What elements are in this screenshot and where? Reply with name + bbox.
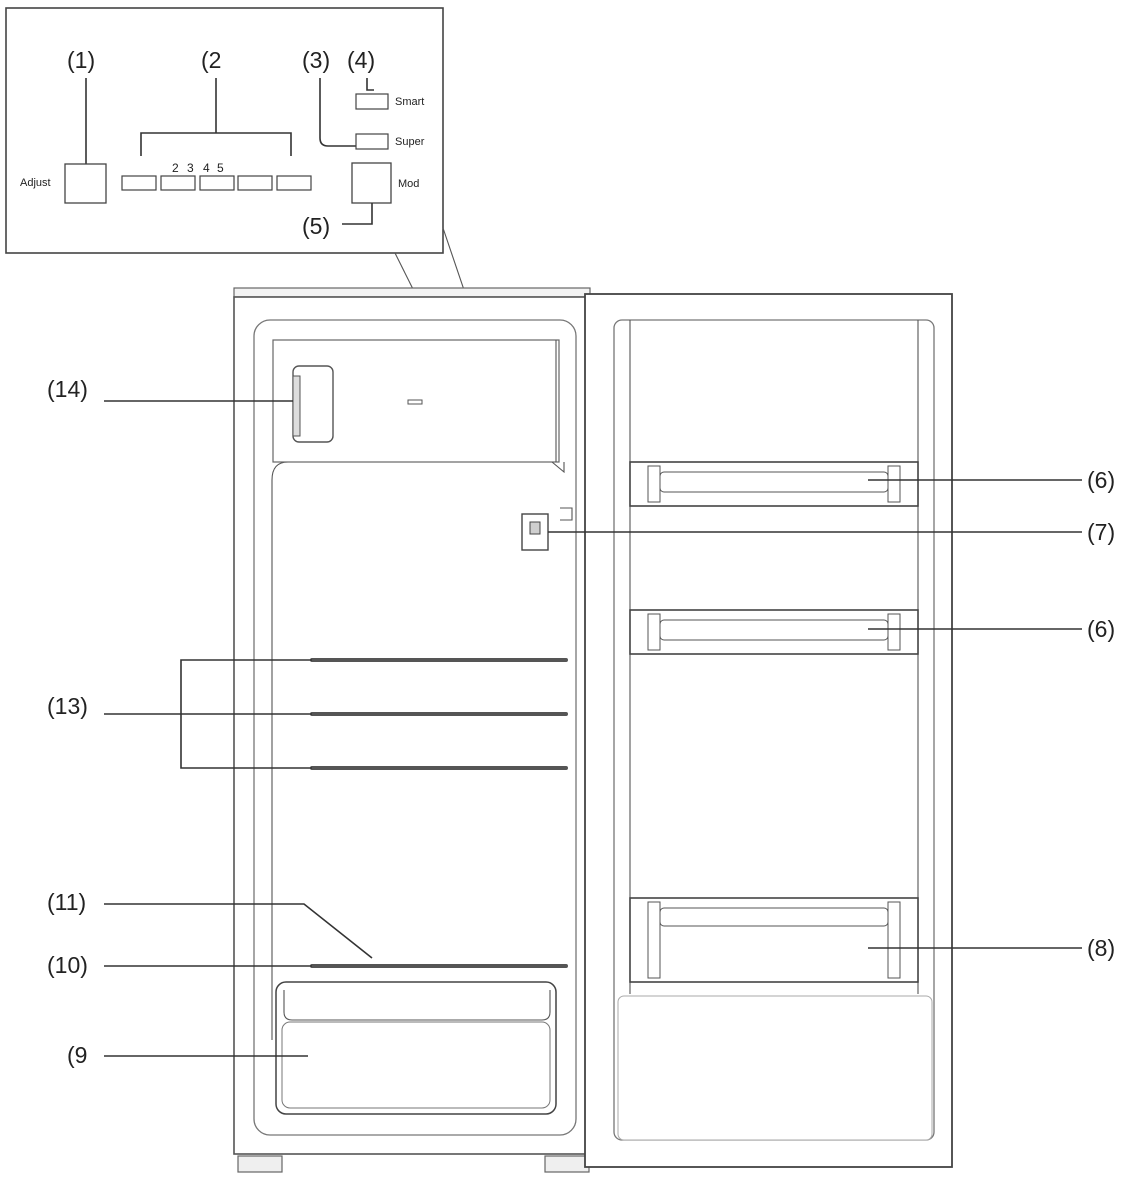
callout-14: (14) [47,376,88,402]
door-shelf-2-left-cap [647,613,661,651]
cabinet-top [233,287,591,298]
adjust-button [64,163,107,204]
leader-11 [104,903,373,959]
segment-3 [199,175,235,191]
compartment-edge [551,340,565,474]
callout-8: (8) [1087,935,1115,961]
callout-6-top: (6) [1087,467,1115,493]
smart-label: Smart [395,96,424,108]
bottle-shelf-rail [659,907,889,927]
segment-4 [237,175,273,191]
inset-frame [5,7,444,254]
callout-2: (2 [201,47,221,73]
door-shelf-1-rail [659,471,889,493]
digit-3: 3 [187,161,194,175]
callout-9: (9 [67,1042,87,1068]
callout-1: (1) [67,47,95,73]
leader-4 [366,78,374,91]
callout-5: (5) [302,213,330,239]
callout-10: (10) [47,952,88,978]
leader-5 [342,203,373,225]
adjust-label: Adjust [20,177,51,189]
digit-2: 2 [172,161,179,175]
door-shelf-1-left-cap [647,465,661,503]
bottle-shelf-right-cap [887,901,901,979]
control-panel-inset: (1) Adjust (2 2 3 4 5 (3) Super (4) Smar… [5,7,444,254]
super-indicator [355,133,389,150]
display-segments [121,175,312,191]
door-shelf-2-rail [659,619,889,641]
callout-4: (4) [347,47,375,73]
drawer-handle-rim [283,990,551,1021]
callout-7: (7) [1087,519,1115,545]
mod-label: Mod [398,178,419,190]
door-shelf-2 [629,609,919,655]
callout-3: (3) [302,47,330,73]
mod-button [351,162,392,204]
bottle-shelf-left-cap [647,901,661,979]
callouts: (14) (6) (7) (6) (13) (11) (10) (8) (9 [47,376,1115,1068]
fridge-cabinet [233,287,591,1173]
callout-11: (11) [47,889,86,915]
callout-13: (13) [47,693,88,719]
foot-left [237,1155,283,1173]
drawer-front-panel [281,1021,551,1109]
foot-right [544,1155,590,1173]
control-panel-bracket [560,507,573,521]
super-label: Super [395,136,425,148]
segment-1 [121,175,157,191]
door-shelf-2-right-cap [887,613,901,651]
bracket-2 [140,132,292,156]
fridge-door [584,293,953,1168]
compartment-slot [407,399,423,405]
control-panel-knob [529,521,541,535]
leader-3 [319,78,356,147]
digit-4: 4 [203,161,210,175]
door-shelf-1 [629,461,919,507]
door-shelf-1-right-cap [887,465,901,503]
segment-2 [160,175,196,191]
digit-5: 5 [217,161,224,175]
cabinet-liner [253,319,577,1136]
callout-6-bottom: (6) [1087,616,1115,642]
light-unit-front [292,375,301,437]
segment-5 [276,175,312,191]
smart-indicator [355,93,389,110]
bottle-shelf [629,897,919,983]
door-lower-panel [617,995,933,1141]
bracket-13 [180,659,312,769]
